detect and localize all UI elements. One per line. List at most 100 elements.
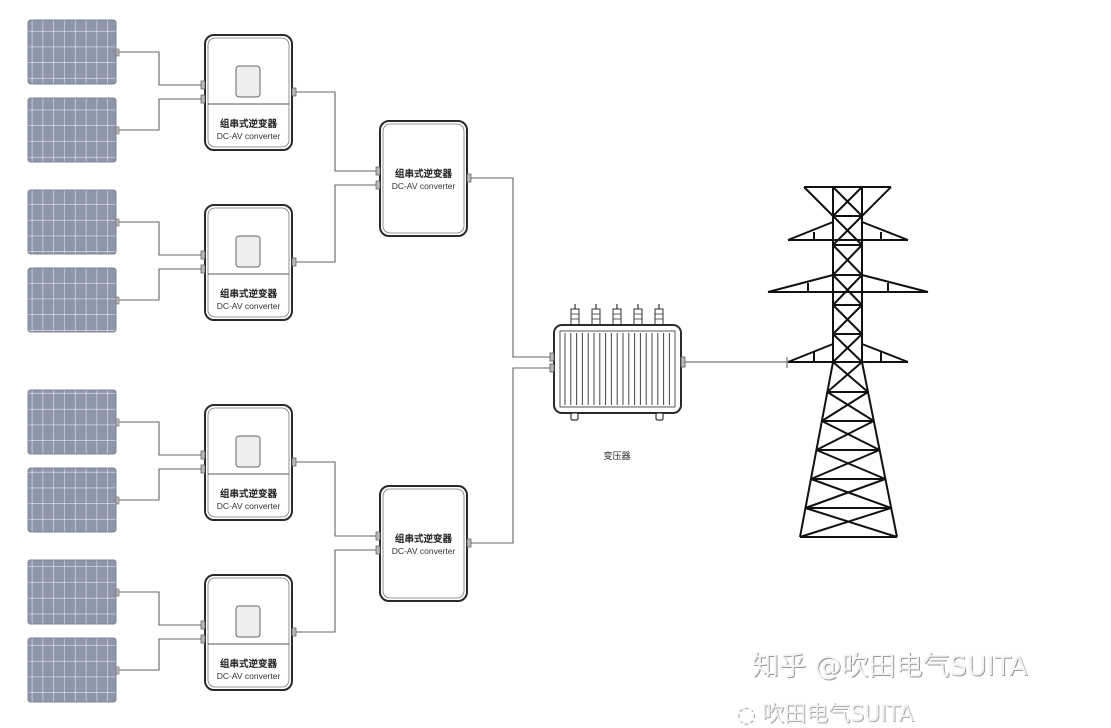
dc-wire xyxy=(119,468,202,501)
panel-connector xyxy=(115,218,120,227)
combiner-inner-frame xyxy=(382,488,465,599)
transformer-output-port xyxy=(680,356,686,368)
tower-member xyxy=(861,186,892,217)
inverter-inner-frame xyxy=(207,577,290,688)
ac-wire-to-transformer xyxy=(471,177,550,358)
ac-wire-to-transformer xyxy=(471,367,550,544)
inverter-inner-frame xyxy=(207,207,290,318)
solar-panel[interactable] xyxy=(27,637,120,703)
solar-panel-cells xyxy=(27,559,117,625)
transformer-foot-right xyxy=(655,412,664,421)
inverter-output-port xyxy=(291,627,297,637)
transformer[interactable]: 变压器 xyxy=(549,304,686,462)
solar-panel-cells xyxy=(27,389,117,455)
transformer-bushing xyxy=(591,304,601,326)
panel-connector xyxy=(115,418,120,427)
ac-wire xyxy=(296,91,377,172)
combiner-input-port xyxy=(375,531,381,541)
inverter-input-port xyxy=(200,94,206,104)
dc-wire xyxy=(119,591,202,626)
solar-panel[interactable] xyxy=(27,559,120,625)
transformer-bushing xyxy=(654,304,664,326)
panel-connector xyxy=(115,496,120,505)
wires-layer xyxy=(119,51,550,671)
dc-wire xyxy=(119,638,202,671)
tower-member xyxy=(787,343,834,363)
dc-wire xyxy=(119,98,202,131)
tower-member xyxy=(832,304,863,335)
tower-member xyxy=(810,449,880,480)
tower-member xyxy=(832,361,869,393)
solar-panel-cells xyxy=(27,267,117,333)
tower-member xyxy=(826,391,875,422)
solar-panel-cells xyxy=(27,467,117,533)
inverter-label-cn: 组串式逆变器 xyxy=(220,658,278,670)
bushing-body xyxy=(654,308,664,326)
solar-panel[interactable] xyxy=(27,389,120,455)
combiner-output-port xyxy=(466,173,472,183)
tower-member xyxy=(803,186,834,217)
transformer-bushing xyxy=(570,304,580,326)
combiner-input-port xyxy=(375,180,381,190)
inverter-output-port xyxy=(291,457,297,467)
combiner-output-port xyxy=(466,538,472,548)
bushing-body xyxy=(612,308,622,326)
combiner-label-cn: 组串式逆变器 xyxy=(395,533,453,545)
watermark-account: ◌ 吹田电气SUITA xyxy=(736,696,914,728)
inverter-input-port xyxy=(200,450,206,460)
tower-member xyxy=(805,507,898,538)
solar-panel[interactable] xyxy=(27,189,120,255)
tower-member xyxy=(861,221,909,241)
solar-panel-cells xyxy=(27,97,117,163)
inverter-label-cn: 组串式逆变器 xyxy=(220,118,278,130)
tower-member xyxy=(787,221,834,241)
inverter-label-cn: 组串式逆变器 xyxy=(220,288,278,300)
inverter-input-port xyxy=(200,250,206,260)
transformer-foot-left xyxy=(570,412,579,421)
panel-connector xyxy=(115,588,120,597)
transformer-input-port-2 xyxy=(549,363,555,373)
combiner-label-en: DC-AV converter xyxy=(392,546,456,556)
inverter-output-port xyxy=(291,87,297,97)
combiner-label-en: DC-AV converter xyxy=(392,181,456,191)
inverter-inner-frame xyxy=(207,407,290,518)
transformer-bushing xyxy=(633,304,643,326)
solar-panel[interactable] xyxy=(27,19,120,85)
transformer-bushings xyxy=(570,304,664,326)
inverter-input-port xyxy=(200,80,206,90)
solar-panel[interactable] xyxy=(27,267,120,333)
solar-panel-cells xyxy=(27,189,117,255)
dc-wire xyxy=(119,268,202,301)
tower-member xyxy=(832,274,863,306)
solar-panel-cells xyxy=(27,19,117,85)
tower-member xyxy=(799,507,892,538)
solar-panel[interactable] xyxy=(27,97,120,163)
inverter-output-port xyxy=(291,257,297,267)
tower-member xyxy=(832,244,863,276)
dc-wire xyxy=(119,421,202,456)
tower-member xyxy=(861,274,929,293)
tower-member xyxy=(816,449,886,480)
tower-member xyxy=(826,361,863,393)
inverter-label-cn: 组串式逆变器 xyxy=(220,488,278,500)
transformer-bushing xyxy=(612,304,622,326)
inverter-screen-icon xyxy=(235,235,261,268)
solar-panel[interactable] xyxy=(27,467,120,533)
inverter-label-en: DC-AV converter xyxy=(217,131,281,141)
ac-wire xyxy=(296,184,377,263)
bushing-body xyxy=(570,308,580,326)
combiner-input-port xyxy=(375,166,381,176)
inverter-inner-frame xyxy=(207,37,290,148)
tower-member xyxy=(832,186,863,217)
inverter-screen-icon xyxy=(235,605,261,638)
bushing-body xyxy=(633,308,643,326)
solar-panels-layer xyxy=(27,19,120,703)
